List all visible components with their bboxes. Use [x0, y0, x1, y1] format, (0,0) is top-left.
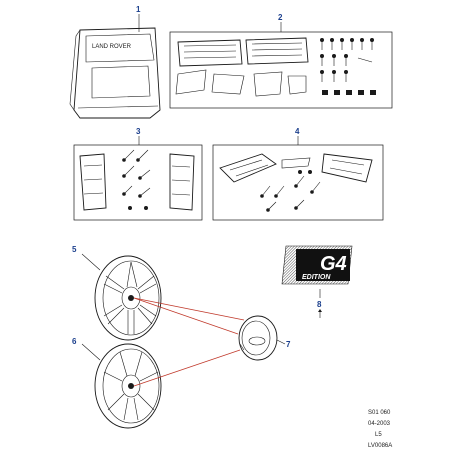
leader-line-7c	[133, 349, 241, 387]
ref-line: L5	[375, 432, 382, 438]
g4-edition-badge-part: G4 EDITION	[281, 245, 353, 285]
rear-lamp-guard-pair-part	[79, 153, 195, 211]
wheel-centre-cap-part	[238, 315, 278, 361]
callout-7: 7	[286, 340, 291, 349]
callout-2: 2	[278, 13, 283, 22]
ref-code: S01 060	[368, 410, 391, 416]
a-bar-part: LAND ROVER	[69, 27, 161, 119]
alloy-wheel-part	[94, 255, 162, 341]
leader-line-7a	[133, 297, 239, 335]
leader-line-6	[81, 343, 101, 361]
fixings-kit-4	[260, 170, 321, 212]
kit-4-frame	[212, 144, 384, 221]
bar-lettering: LAND ROVER	[92, 44, 132, 50]
callout-3: 3	[136, 127, 141, 136]
kit-3-frame	[73, 144, 203, 221]
lamp-guard-pair-part	[175, 37, 309, 97]
ref-date: 04-2003	[368, 421, 391, 427]
callout-5: 5	[72, 245, 77, 254]
leader-arrow-8	[318, 309, 322, 312]
alloy-wheel-part	[94, 343, 162, 429]
fixings-kit-3	[122, 149, 151, 210]
fixings-kit-2	[320, 38, 376, 95]
callout-4: 4	[295, 127, 300, 136]
badge-line-2: EDITION	[302, 274, 331, 281]
leader-line-7b	[133, 297, 245, 321]
callout-6: 6	[72, 337, 77, 346]
callout-8: 8	[317, 300, 322, 309]
ref-illustration: LV0086A	[368, 443, 392, 449]
badge-line-1: G4	[320, 253, 347, 275]
callout-1: 1	[136, 5, 141, 14]
leader-line-7	[276, 339, 286, 345]
side-lamp-guard-pair-part	[219, 153, 373, 183]
leader-line-5	[81, 253, 101, 271]
